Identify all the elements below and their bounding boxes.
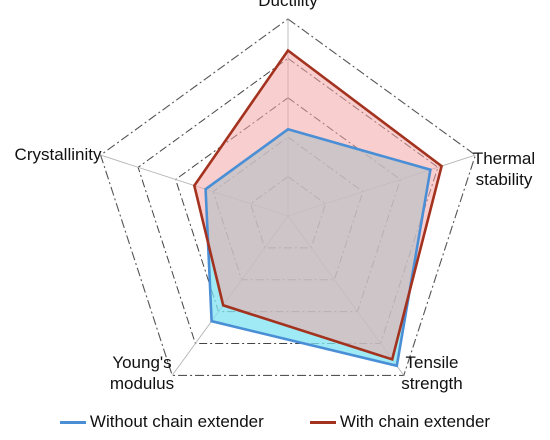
axis-label-1-line-0: Thermal xyxy=(473,149,535,168)
axis-label-2: Tensile strength xyxy=(401,353,462,393)
axis-label-4-line-0: Crystallinity xyxy=(15,145,102,164)
axis-label-2-line-0: Tensile xyxy=(406,353,459,372)
axis-label-2-line-1: strength xyxy=(401,374,462,393)
axis-label-4: Crystallinity xyxy=(15,145,102,164)
series-line-1 xyxy=(192,48,444,362)
grid-ring-4 xyxy=(137,57,439,344)
legend-item-without: Without chain extender xyxy=(59,412,264,432)
axis-label-0-line-0: Ductility xyxy=(258,0,318,10)
axis-label-3: Young's modulus xyxy=(110,353,174,393)
axis-label-1-line-1: stability xyxy=(476,170,533,189)
axis-label-1: Thermal stability xyxy=(473,149,535,189)
chart-legend: Without chain extender With chain extend… xyxy=(0,408,550,436)
axis-label-3-line-0: Young's xyxy=(112,353,171,372)
legend-swatch-with xyxy=(309,420,336,424)
axis-label-3-line-1: modulus xyxy=(110,374,174,393)
legend-item-with: With chain extender xyxy=(309,412,491,432)
series-line-0 xyxy=(204,127,432,368)
grid-ring-5 xyxy=(99,18,477,376)
legend-label-with: With chain extender xyxy=(339,412,491,431)
radar-series xyxy=(192,48,444,368)
legend-label-without: Without chain extender xyxy=(89,412,264,431)
legend-swatch-without xyxy=(59,420,86,424)
axis-label-0: Ductility xyxy=(258,0,318,10)
series-fill-1 xyxy=(194,50,442,360)
